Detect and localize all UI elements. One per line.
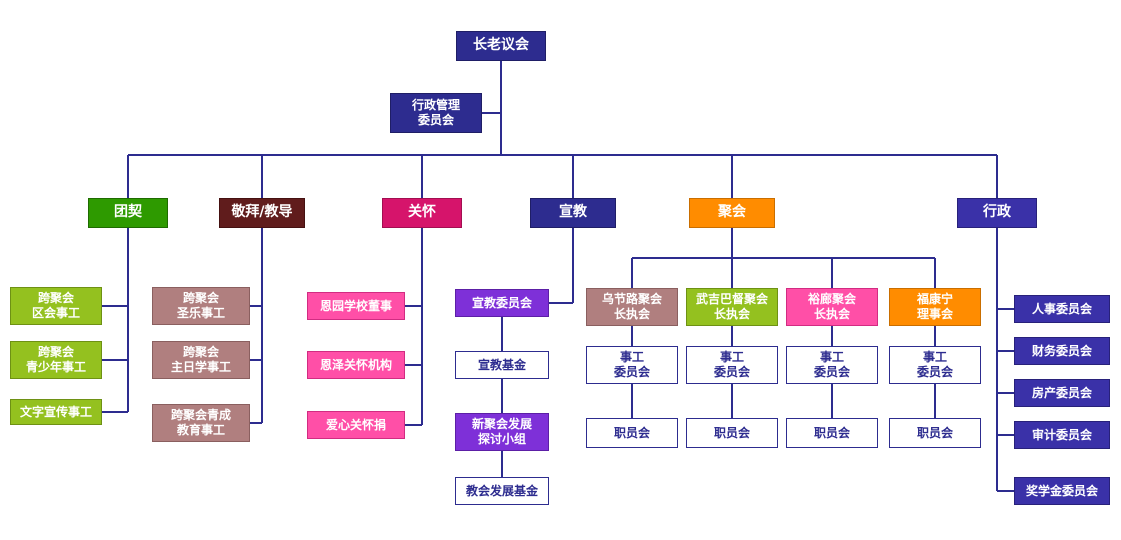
node-congregation-1-board: 武吉巴督聚会 长执会 [686,288,778,326]
node-care-child-1: 恩泽关怀机构 [307,351,405,379]
node-congregation-3-staff: 职员会 [889,418,981,448]
node-congregation-0-staff: 职员会 [586,418,678,448]
node-worship-child-1: 跨聚会 主日学事工 [152,341,250,379]
node-care: 关怀 [382,198,462,228]
node-congregation-3-board: 福康宁 理事会 [889,288,981,326]
node-congregation-0-committee: 事工 委员会 [586,346,678,384]
node-administration: 行政 [957,198,1037,228]
node-congregation-0-board: 乌节路聚会 长执会 [586,288,678,326]
node-worship: 敬拜/教导 [219,198,305,228]
node-missions-child-1: 宣教基金 [455,351,549,379]
node-care-child-0: 恩园学校董事 [307,292,405,320]
node-administration-child-3: 审计委员会 [1014,421,1110,449]
node-fellowship: 团契 [88,198,168,228]
node-fellowship-child-1: 跨聚会 青少年事工 [10,341,102,379]
node-worship-child-0: 跨聚会 圣乐事工 [152,287,250,325]
node-fellowship-child-0: 跨聚会 区会事工 [10,287,102,325]
node-congregation-2-board: 裕廊聚会 长执会 [786,288,878,326]
node-missions: 宣教 [530,198,616,228]
node-missions-child-2: 新聚会发展 探讨小组 [455,413,549,451]
node-admin-committee: 行政管理 委员会 [390,93,482,133]
node-congregation-1-staff: 职员会 [686,418,778,448]
node-congregation-2-staff: 职员会 [786,418,878,448]
node-congregation-1-committee: 事工 委员会 [686,346,778,384]
node-missions-child-3: 教会发展基金 [455,477,549,505]
node-congregation-3-committee: 事工 委员会 [889,346,981,384]
node-congregation-2-committee: 事工 委员会 [786,346,878,384]
node-administration-child-1: 财务委员会 [1014,337,1110,365]
node-worship-child-2: 跨聚会青成 教育事工 [152,404,250,442]
node-administration-child-2: 房产委员会 [1014,379,1110,407]
node-fellowship-child-2: 文字宣传事工 [10,399,102,425]
node-missions-child-0: 宣教委员会 [455,289,549,317]
node-care-child-2: 爱心关怀捐 [307,411,405,439]
node-congregations: 聚会 [689,198,775,228]
node-administration-child-0: 人事委员会 [1014,295,1110,323]
node-administration-child-4: 奖学金委员会 [1014,477,1110,505]
node-council: 长老议会 [456,31,546,61]
